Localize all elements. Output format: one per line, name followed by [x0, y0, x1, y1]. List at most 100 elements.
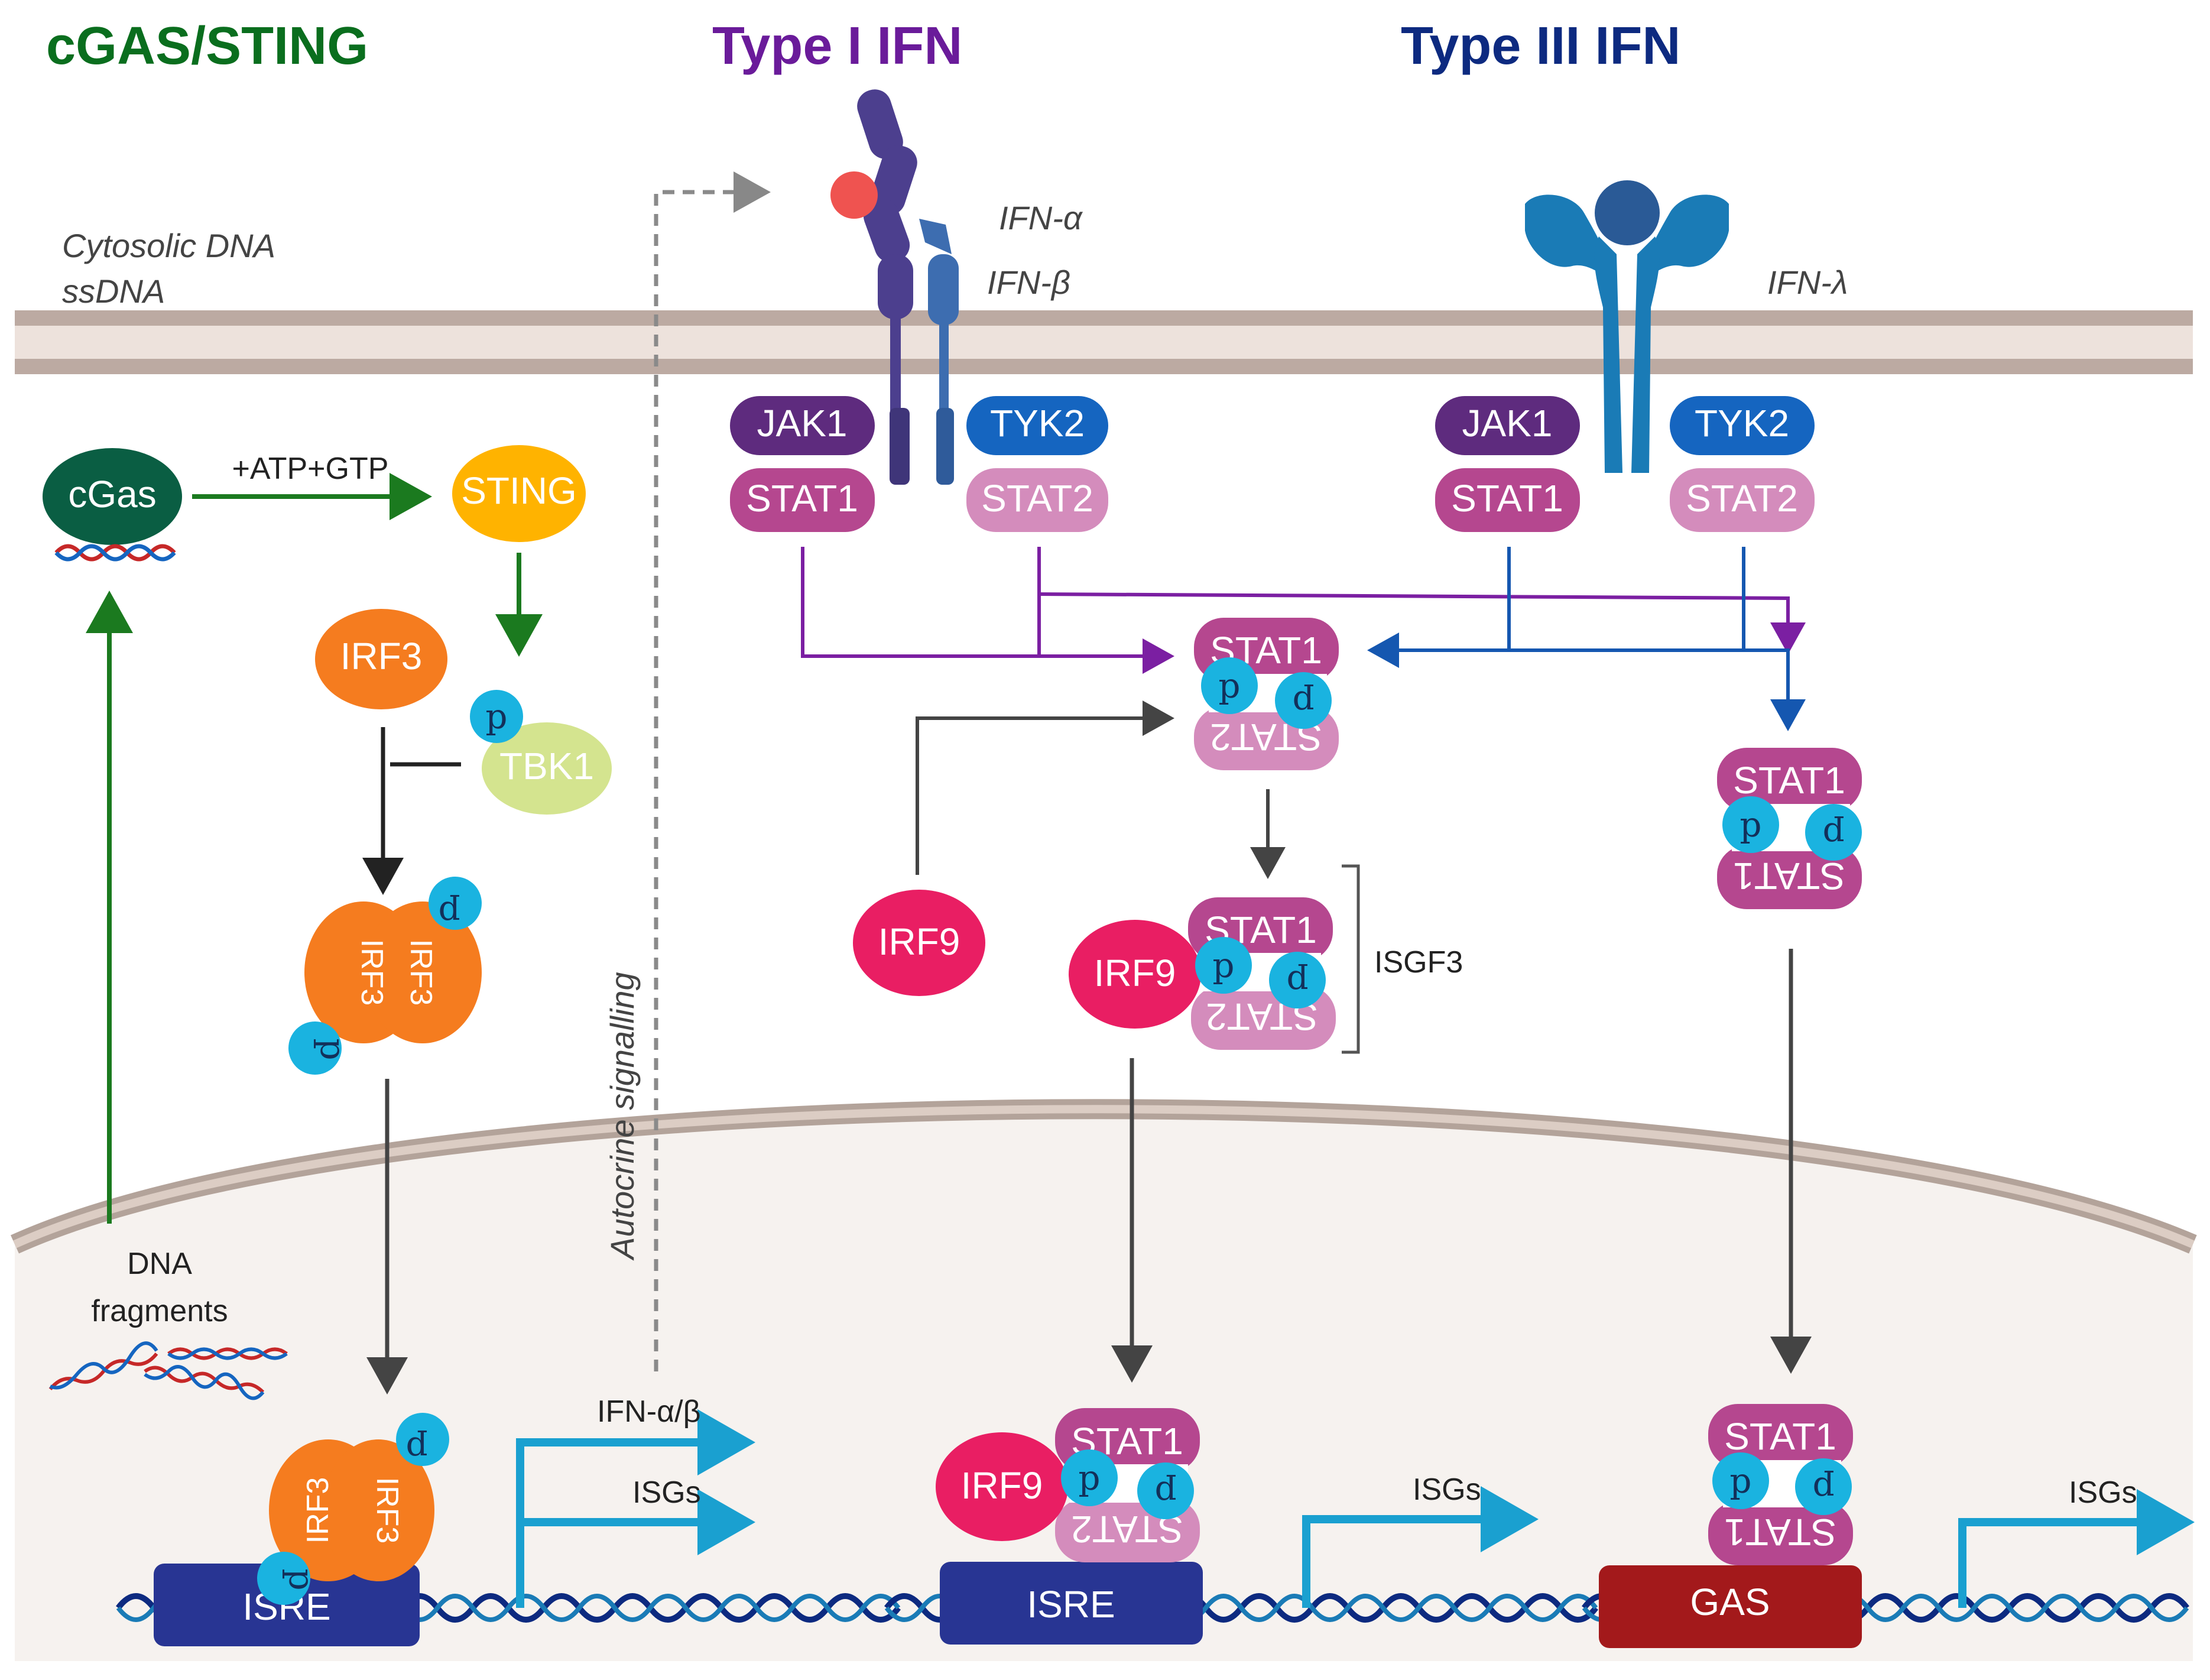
autocrine-arrow	[654, 171, 771, 1371]
phospho-irf3n-bottom	[257, 1552, 310, 1605]
irf9-to-dimer-arrow	[916, 700, 1174, 875]
phospho-irf3-bottom	[288, 1021, 342, 1075]
ifn-ligand-dot	[830, 171, 878, 219]
label-ifn-lambda: IFN-λ	[1767, 264, 1848, 301]
irf3-dimer-a: IRF3	[355, 939, 389, 1006]
sting-node	[452, 445, 586, 542]
stat2-type1-label: STAT2	[981, 477, 1093, 520]
isgf3-p1-label: p	[1212, 945, 1234, 985]
stat1-type3-label: STAT1	[1451, 477, 1563, 520]
atp-gtp-label: +ATP+GTP	[232, 452, 389, 486]
stat1-type1	[730, 468, 875, 532]
sting-label: STING	[461, 469, 577, 512]
isre-label-type1: ISRE	[1027, 1583, 1115, 1626]
dna-fragments-label-1: DNA	[127, 1247, 192, 1281]
nuc-isgf3-p1: p	[1078, 1458, 1100, 1498]
gas-box	[1599, 1565, 1862, 1648]
cgas-label: cGas	[68, 473, 156, 515]
nuc-isgf3-irf9: IRF9	[961, 1464, 1043, 1507]
type1-stat1-arrow	[801, 547, 1174, 674]
title-type3-ifn: Type III IFN	[1401, 17, 1680, 76]
stat1-homodimer-nucleus: STAT1 STAT1 p p	[1708, 1404, 1853, 1565]
stat2-type3-label: STAT2	[1686, 477, 1798, 520]
stat1-type1-label: STAT1	[746, 477, 858, 520]
phospho-stat1	[1201, 657, 1258, 714]
stat1-type3	[1435, 468, 1580, 532]
phospho-tbk1-label: p	[485, 696, 507, 737]
transcript-arrow-isgs-type3	[1958, 1489, 2195, 1608]
label-cytosolic-dna: Cytosolic DNA	[62, 227, 275, 264]
isgf3-bracket	[1342, 864, 1360, 1054]
nuc-homodimer-stat1-top: STAT1	[1724, 1415, 1836, 1458]
label-ifn-beta: IFN-β	[987, 264, 1070, 301]
cgas-dna-strand	[54, 544, 176, 562]
isre-box-cgas	[154, 1564, 420, 1646]
phospho-irf3n-bottom-label: p	[281, 1568, 322, 1590]
irf3-dimer-cytoplasm: IRF3 IRF3 p p	[288, 877, 482, 1075]
phospho-irf3n-top-label: p	[405, 1429, 427, 1470]
irf9-free	[853, 890, 985, 996]
homodimer-p1: p	[1740, 805, 1761, 845]
irf9-free-label: IRF9	[878, 920, 960, 963]
dna-fragments	[48, 1341, 288, 1400]
tyk2-type3-label: TYK2	[1695, 402, 1789, 445]
isgf3-complex: STAT1 STAT2 IRF9 p p	[1069, 897, 1336, 1050]
nuc-homodimer-p2: p	[1812, 1470, 1834, 1510]
phospho-stat2-label: p	[1292, 683, 1314, 724]
ifn-lambda-ligand	[1595, 180, 1660, 245]
isgs-label-type3: ISGs	[2069, 1475, 2137, 1510]
homodimer-stat1-top: STAT1	[1733, 759, 1845, 802]
irf3-dimer-nucleus: IRF3 IRF3 p p	[257, 1413, 449, 1605]
irf3-label: IRF3	[340, 635, 423, 677]
ifnar-receptor	[830, 89, 959, 485]
cgas-node	[43, 448, 182, 545]
phospho-irf3-top-label: p	[438, 894, 460, 934]
stat1-homodimer: STAT1 STAT1 p p	[1717, 748, 1862, 909]
title-type1-ifn: Type I IFN	[712, 17, 962, 76]
isgs-label-cgas: ISGs	[632, 1475, 701, 1510]
tyk2-type3	[1670, 396, 1815, 455]
tyk2-type1-label: TYK2	[990, 402, 1085, 445]
dna-fragments-label-2: fragments	[91, 1294, 228, 1328]
stat2-type3	[1670, 468, 1815, 532]
irf3-node	[315, 609, 447, 709]
transcript-arrow-ifn	[516, 1409, 755, 1608]
cgas-dna-strand-2	[54, 544, 176, 562]
tbk1-label: TBK1	[499, 745, 594, 787]
jak1-type3-label: JAK1	[1462, 402, 1553, 445]
ifnlr-receptor	[1525, 180, 1729, 473]
homodimer-stat1-bottom: STAT1	[1733, 855, 1845, 897]
gas-label: GAS	[1690, 1581, 1770, 1623]
jak1-type1	[730, 396, 875, 455]
phospho-tbk1	[470, 690, 523, 743]
type1-to-stat1-dimer-arrow	[1039, 592, 1806, 654]
nuc-homodimer-stat1-bottom: STAT1	[1724, 1511, 1836, 1553]
tyk2-type1	[966, 396, 1108, 455]
isgf3-complex-nucleus: STAT1 STAT2 IRF9 p p	[936, 1408, 1200, 1562]
membrane-outer-leaflet	[15, 310, 2193, 326]
type3-to-gaf-arrow	[1695, 648, 1806, 731]
irf3-n-a: IRF3	[301, 1477, 335, 1544]
jak1-type1-label: JAK1	[757, 402, 848, 445]
phospho-stat2	[1275, 672, 1332, 729]
isgf3-p2-label: p	[1286, 963, 1308, 1003]
phospho-irf3n-top	[396, 1413, 449, 1466]
membrane-inner-leaflet	[15, 359, 2193, 374]
homodimer-p2: p	[1822, 815, 1844, 855]
label-ssdna: ssDNA	[62, 273, 165, 310]
tbk1-node	[482, 722, 612, 815]
label-ifn-alpha: IFN-α	[999, 199, 1083, 236]
title-cgas-sting: cGAS/STING	[46, 17, 368, 76]
irf3-n-b: IRF3	[370, 1477, 404, 1544]
isgf3-irf9-label: IRF9	[1094, 952, 1176, 994]
isgs-label-type1: ISGs	[1413, 1473, 1481, 1507]
transcript-arrow-isgs-type1	[1302, 1486, 1539, 1608]
stat1-stat2-dimer: STAT1 STAT2 p p	[1194, 618, 1339, 770]
label-autocrine: Autocrine signalling	[603, 972, 641, 1261]
phospho-irf3-top	[429, 877, 482, 930]
nuclear-envelope-inner	[13, 1105, 2195, 1248]
ifn-ab-label: IFN-α/β	[597, 1394, 701, 1429]
isgf3-label: ISGF3	[1374, 945, 1463, 980]
